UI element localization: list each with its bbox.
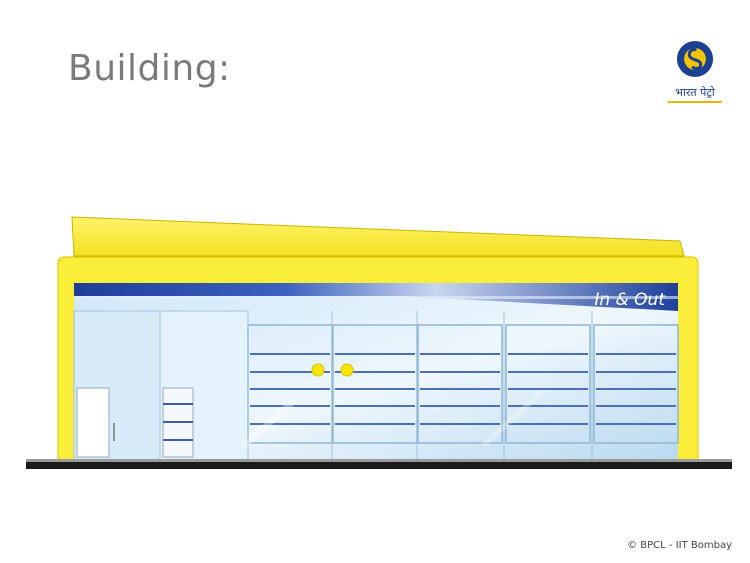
logo-underline: [668, 101, 722, 103]
bpcl-logo: भारत पेट्रो: [664, 40, 726, 112]
ground-plinth: [26, 462, 732, 469]
footer-copyright: © BPCL - IIT Bombay: [627, 540, 732, 551]
logo-caption: भारत पेट्रो: [675, 86, 715, 99]
building-elevation: In & Out: [26, 216, 732, 469]
sign-text: In & Out: [594, 290, 666, 310]
slide-title: Building:: [68, 48, 231, 89]
side-door: [76, 387, 110, 458]
door-handle-right: [340, 363, 354, 377]
sign-band: [74, 283, 678, 311]
roof-canopy: [71, 216, 685, 257]
bpcl-emblem-icon: [676, 40, 714, 78]
door-handle-left: [311, 363, 325, 377]
